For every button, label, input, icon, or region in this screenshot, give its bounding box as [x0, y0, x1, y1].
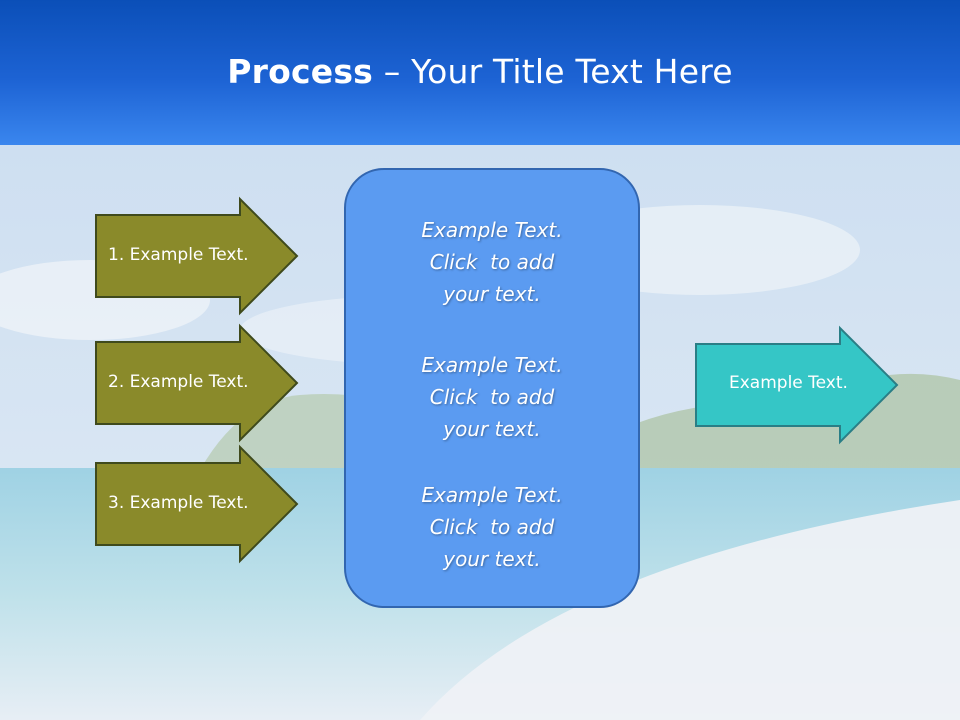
center-paragraph-2-line-3: your text. — [443, 417, 541, 441]
center-paragraph-1-line-3: your text. — [443, 282, 541, 306]
center-text-box[interactable]: Example Text. Click to add your text. Ex… — [344, 168, 640, 608]
center-paragraph-1-line-2: Click to add — [429, 250, 555, 274]
center-paragraph-1: Example Text. Click to add your text. — [346, 214, 638, 310]
left-arrow-3-label: 3. Example Text. — [108, 493, 249, 513]
left-arrow-1[interactable]: 1. Example Text. — [95, 196, 299, 316]
center-paragraph-2-line-1: Example Text. — [421, 353, 563, 377]
right-arrow[interactable]: Example Text. — [695, 325, 899, 445]
center-paragraph-3-line-1: Example Text. — [421, 483, 563, 507]
slide-title: Process – Your Title Text Here — [0, 52, 960, 91]
left-arrow-2[interactable]: 2. Example Text. — [95, 323, 299, 443]
left-arrow-3[interactable]: 3. Example Text. — [95, 444, 299, 564]
center-paragraph-3-line-2: Click to add — [429, 515, 555, 539]
center-paragraph-2-line-2: Click to add — [429, 385, 555, 409]
left-arrow-1-label: 1. Example Text. — [108, 245, 249, 265]
right-arrow-label: Example Text. — [729, 373, 848, 393]
center-paragraph-2: Example Text. Click to add your text. — [346, 349, 638, 445]
title-banner — [0, 0, 960, 145]
title-rest: – Your Title Text Here — [373, 52, 733, 91]
left-arrow-2-label: 2. Example Text. — [108, 372, 249, 392]
center-paragraph-3-line-3: your text. — [443, 547, 541, 571]
center-paragraph-1-line-1: Example Text. — [421, 218, 563, 242]
title-bold: Process — [227, 52, 374, 91]
center-paragraph-3: Example Text. Click to add your text. — [346, 479, 638, 575]
